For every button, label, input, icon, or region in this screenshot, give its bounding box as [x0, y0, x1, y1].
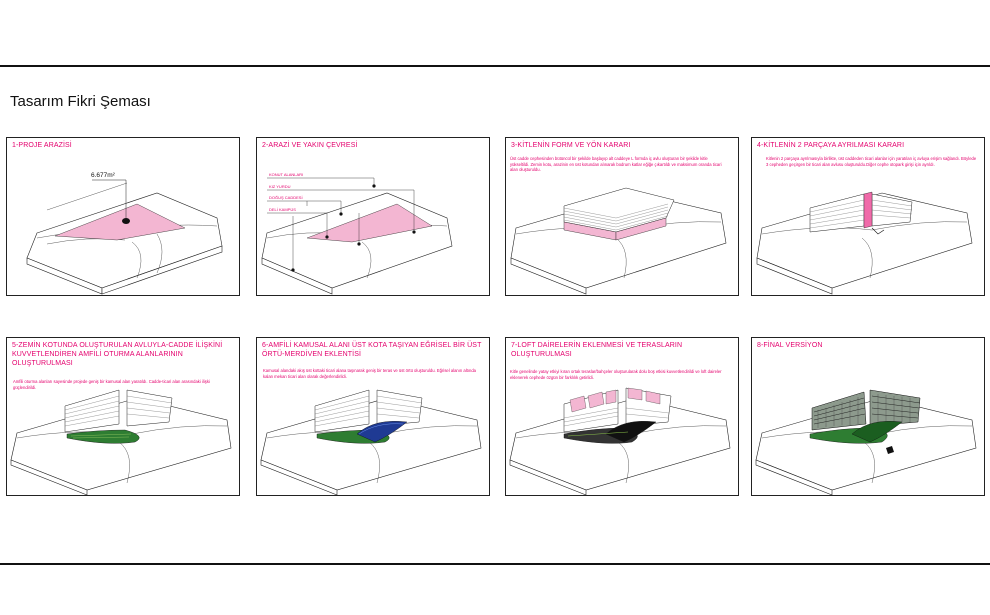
panel-4-split: 4-KİTLENİN 2 PARÇAYA AYRILMASI KARARI Ki… — [751, 137, 985, 296]
panel-title: 7-LOFT DAİRELERİN EKLENMESİ VE TERASLARI… — [511, 342, 683, 358]
panel-title: 8-FİNAL VERSİYON — [757, 342, 823, 349]
drawing-sheet — [0, 65, 990, 565]
panel-title: 1-PROJE ARAZİSİ — [12, 142, 72, 149]
mass-diagram — [510, 187, 727, 295]
canopy-diagram — [260, 389, 482, 495]
panel-title: 5-ZEMİN KOTUNDA OLUŞTURULAN AVLUYLA-CADD… — [12, 342, 223, 367]
final-diagram — [755, 389, 977, 495]
split-mass-diagram — [756, 191, 973, 295]
panel-1-site: 1-PROJE ARAZİSİ 6.677m² — [6, 137, 240, 296]
panel-3-form: 3-KİTLENİN FORM VE YÖN KARARI Üst cadde … — [505, 137, 739, 296]
panel-description: Kitlenin 2 parçaya ayrılmasıyla birlikte… — [766, 156, 977, 167]
context-label: KIZ YURDU — [269, 184, 291, 189]
page-title: Tasarım Fikri Şeması — [10, 93, 151, 110]
context-diagram: KONUT ALANLARI KIZ YURDU DOĞUŞ CADDESİ D… — [261, 172, 453, 295]
context-label: DOĞUŞ CADDESİ — [269, 195, 303, 200]
panel-description: Üst cadde cephesinden bütüncül bir şekil… — [510, 156, 722, 172]
panel-title: 2-ARAZİ VE YAKIN ÇEVRESİ — [262, 142, 358, 149]
site-diagram — [26, 179, 223, 295]
panel-description: Amfili oturma alanları sayesinde projede… — [13, 379, 210, 390]
area-annotation: 6.677m² — [91, 172, 115, 179]
panel-title: 6-AMFİLİ KAMUSAL ALANI ÜST KOTA TAŞIYAN … — [262, 342, 482, 358]
panel-5-amphi: 5-ZEMİN KOTUNDA OLUŞTURULAN AVLUYLA-CADD… — [6, 337, 240, 496]
panel-7-loft: 7-LOFT DAİRELERİN EKLENMESİ VE TERASLARI… — [505, 337, 739, 496]
context-label: DELİ KAMPÜS — [269, 207, 296, 212]
panel-description: Kamusal alandaki akış üst kottaki ticari… — [263, 368, 476, 379]
panel-title: 4-KİTLENİN 2 PARÇAYA AYRILMASI KARARI — [757, 142, 905, 149]
loft-diagram — [509, 387, 731, 495]
amphi-diagram — [10, 389, 232, 495]
panel-description: Kitle genelinde yatay etkiyi kıran ortak… — [510, 369, 722, 380]
panel-2-context: 2-ARAZİ VE YAKIN ÇEVRESİ KONUT ALANLARI … — [256, 137, 490, 296]
panel-8-final: 8-FİNAL VERSİYON — [751, 337, 985, 496]
panel-6-canopy: 6-AMFİLİ KAMUSAL ALANI ÜST KOTA TAŞIYAN … — [256, 337, 490, 496]
context-label: KONUT ALANLARI — [269, 172, 303, 177]
panel-title: 3-KİTLENİN FORM VE YÖN KARARI — [511, 142, 631, 149]
